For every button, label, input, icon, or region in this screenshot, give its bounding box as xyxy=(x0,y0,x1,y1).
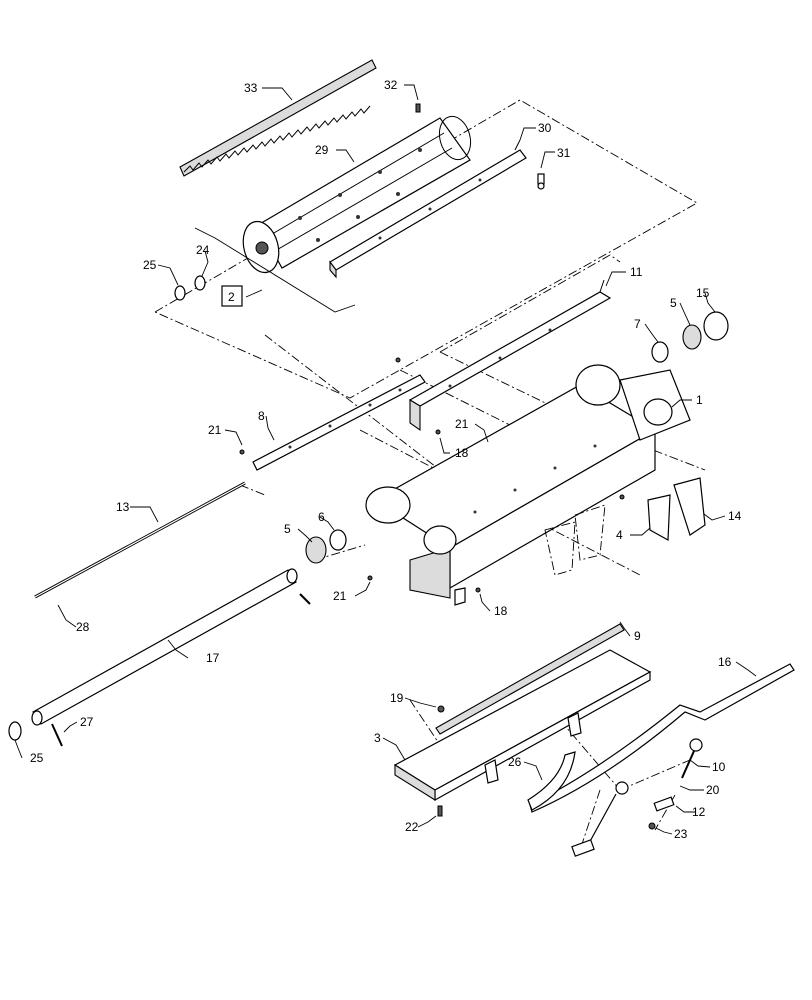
rotor-drum xyxy=(242,115,472,274)
callout-22: 22 xyxy=(405,820,419,834)
callout-12: 12 xyxy=(692,805,706,819)
callout-15: 15 xyxy=(696,286,710,300)
callout-32: 32 xyxy=(384,78,398,92)
callout-19: 19 xyxy=(390,691,404,705)
callout-13: 13 xyxy=(116,500,130,514)
callout-25: 25 xyxy=(143,258,157,272)
callout-29: 29 xyxy=(315,143,329,157)
pin-12 xyxy=(653,796,675,812)
callout-2: 2 xyxy=(228,290,235,304)
callout-24: 24 xyxy=(196,243,210,257)
callout-4: 4 xyxy=(616,528,623,542)
callout-30: 30 xyxy=(538,121,552,135)
bolt-19 xyxy=(437,705,445,713)
snap-ring-25 xyxy=(174,285,186,301)
plate-4 xyxy=(647,494,671,541)
callout-8: 8 xyxy=(258,409,265,423)
callout-1: 1 xyxy=(696,393,703,407)
serrated-knife-bar xyxy=(179,59,377,177)
callout-7: 7 xyxy=(634,317,641,331)
callout-5: 5 xyxy=(670,296,677,310)
callout-26: 26 xyxy=(508,755,522,769)
callout-25-b: 25 xyxy=(30,751,44,765)
callout-28: 28 xyxy=(76,620,90,634)
callout-10: 10 xyxy=(712,760,726,774)
callout-11: 11 xyxy=(630,265,643,279)
bolt-31 xyxy=(537,173,545,190)
callout-27: 27 xyxy=(80,715,94,729)
bearing-5-lower xyxy=(305,536,327,564)
collar-6 xyxy=(329,529,347,551)
nut-23 xyxy=(648,822,656,830)
callout-6: 6 xyxy=(318,510,325,524)
upper-angle-11 xyxy=(408,279,612,432)
callout-box-2 xyxy=(221,285,243,307)
plate-14 xyxy=(673,477,706,536)
strip-8 xyxy=(252,374,426,471)
eyebolt-10 xyxy=(681,738,703,779)
pin-27 xyxy=(51,723,63,747)
callout-21-a: 21 xyxy=(208,423,222,437)
callout-9: 9 xyxy=(634,629,641,643)
callout-21-b: 21 xyxy=(455,417,469,431)
roller-15 xyxy=(703,311,729,341)
callout-33: 33 xyxy=(244,81,258,95)
arm-26 xyxy=(527,751,576,811)
callout-5-b: 5 xyxy=(284,522,291,536)
lever-16 xyxy=(529,663,795,813)
angle-bar xyxy=(329,139,527,279)
bolt-22 xyxy=(437,805,443,817)
callout-17: 17 xyxy=(206,651,220,665)
snap-ring-24 xyxy=(194,275,206,291)
callout-31: 31 xyxy=(557,146,571,160)
tube-17 xyxy=(31,568,298,726)
callout-23: 23 xyxy=(674,827,688,841)
ring-25-lower xyxy=(8,721,22,741)
callout-18-a: 18 xyxy=(455,446,469,460)
bolts-18-21 xyxy=(239,357,625,593)
callout-21-c: 21 xyxy=(333,589,347,603)
callout-20: 20 xyxy=(706,783,720,797)
leader-lines xyxy=(14,84,757,835)
callout-16: 16 xyxy=(718,655,732,669)
spring-link xyxy=(571,781,629,857)
strip-9 xyxy=(435,623,625,735)
callout-18-b: 18 xyxy=(494,604,508,618)
tray-3 xyxy=(393,649,652,802)
phantom-brackets xyxy=(544,504,606,576)
bearing-7 xyxy=(651,341,669,363)
bearing-5-upper xyxy=(682,324,702,350)
callout-14: 14 xyxy=(728,509,742,523)
callout-labels: 33 32 29 30 31 24 25 2 11 15 5 7 1 8 21 … xyxy=(30,78,742,841)
bolt-32 xyxy=(415,103,421,113)
rod-13 xyxy=(34,481,246,599)
main-frame xyxy=(365,364,691,606)
callout-3: 3 xyxy=(374,731,381,745)
pin-28-end xyxy=(299,593,311,605)
